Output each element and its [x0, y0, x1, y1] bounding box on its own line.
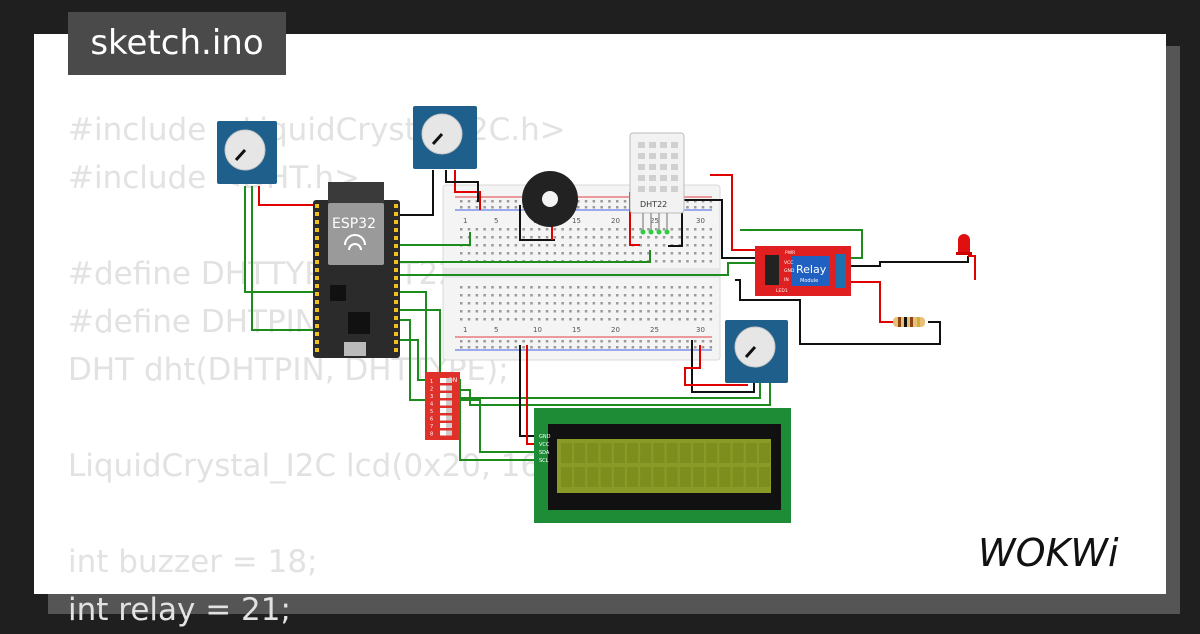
dip-number-label: 7 — [430, 424, 433, 430]
wire-black — [691, 340, 755, 393]
wire-green — [400, 262, 756, 276]
wire-green — [244, 186, 315, 293]
relay-label: Relay — [796, 263, 827, 276]
wire-black — [445, 170, 479, 202]
code-line: LiquidCrystal_I2C lcd(0x20, 16, 2); — [68, 448, 603, 484]
led-red[interactable] — [956, 234, 972, 255]
lcd-pin-label: VCC — [539, 442, 550, 448]
code-line: int buzzer = 18; — [68, 544, 318, 580]
relay-pin-label: IN — [784, 277, 789, 283]
wire-green — [400, 309, 771, 406]
wire-green — [400, 232, 471, 246]
code-line: #include <DHT.h> — [68, 160, 361, 196]
wire-black — [682, 199, 756, 259]
wire-black — [400, 170, 434, 216]
bb-col-20-bottom: 20 — [611, 326, 620, 334]
file-name-badge: sketch.ino — [68, 12, 286, 75]
wire-black — [519, 205, 555, 241]
esp32-board[interactable]: ESP32 — [313, 182, 400, 358]
lcd-pin-label: GND — [539, 434, 551, 440]
bb-col-5-bottom: 5 — [494, 326, 498, 334]
wire-red — [710, 174, 756, 251]
wire-green — [251, 186, 315, 331]
lcd-pin-label: SCL — [539, 458, 549, 464]
bb-col-30-bottom: 30 — [696, 326, 705, 334]
wire-black — [848, 256, 969, 267]
bb-col-25: 25 — [650, 217, 659, 225]
bb-col-25-bottom: 25 — [650, 326, 659, 334]
relay-pin-label: PWR — [785, 250, 795, 256]
buzzer[interactable] — [522, 171, 578, 227]
potentiometer-left[interactable] — [217, 121, 277, 184]
dip-on-label: ON — [448, 377, 457, 384]
lcd-pin-label: SDA — [539, 450, 550, 456]
dip-number-label: 4 — [430, 402, 433, 408]
relay-pin-label: GND — [784, 268, 795, 274]
wokwi-logo: WOKWi — [978, 531, 1119, 574]
potentiometer-top[interactable] — [413, 106, 477, 169]
dht22-sensor[interactable]: DHT22 — [629, 132, 685, 235]
wire-red — [968, 255, 976, 280]
relay-pin-label: LED1 — [776, 288, 788, 294]
wire-green — [400, 250, 651, 263]
wire-black — [735, 279, 941, 345]
bb-col-1-bottom: 1 — [463, 326, 467, 334]
code-line: int relay = 21; — [68, 592, 291, 628]
bb-col-10-bottom: 10 — [533, 326, 542, 334]
dip-number-label: 5 — [430, 409, 433, 415]
bb-col-1: 1 — [463, 217, 467, 225]
relay-module[interactable]: Relay Module PWR VCC GND IN LED1 — [755, 246, 851, 296]
dip-number-label: 6 — [430, 417, 433, 423]
bb-col-15: 15 — [572, 217, 581, 225]
wire-black — [519, 345, 540, 437]
wokwi-logo-text: WOKWi — [978, 531, 1119, 574]
esp32-label: ESP32 — [332, 216, 376, 232]
dip-number-label: 3 — [430, 394, 433, 400]
relay-pin-label: VCC — [784, 260, 793, 266]
bb-col-5: 5 — [494, 217, 498, 225]
bb-col-30: 30 — [696, 217, 705, 225]
dip-number-label: 1 — [430, 379, 433, 385]
wire-red — [684, 345, 748, 386]
lcd-display[interactable]: GND VCC SDA SCL — [534, 408, 791, 523]
dht22-label: DHT22 — [640, 200, 667, 209]
dip-switch[interactable]: ON 1 23 45 67 8 — [425, 372, 460, 440]
dip-number-label: 8 — [430, 432, 433, 438]
wire-red — [848, 281, 895, 323]
dip-number-label: 2 — [430, 387, 433, 393]
wire-green — [740, 229, 863, 259]
relay-sublabel: Module — [800, 278, 818, 284]
wire-black — [668, 200, 683, 247]
code-listing: #include <LiquidCrystal_I2C.h> #include … — [68, 106, 1148, 634]
bb-col-20: 20 — [611, 217, 620, 225]
wire-red — [258, 186, 315, 206]
resistor[interactable] — [893, 317, 925, 327]
bb-col-15-bottom: 15 — [572, 326, 581, 334]
potentiometer-right[interactable] — [725, 320, 788, 383]
